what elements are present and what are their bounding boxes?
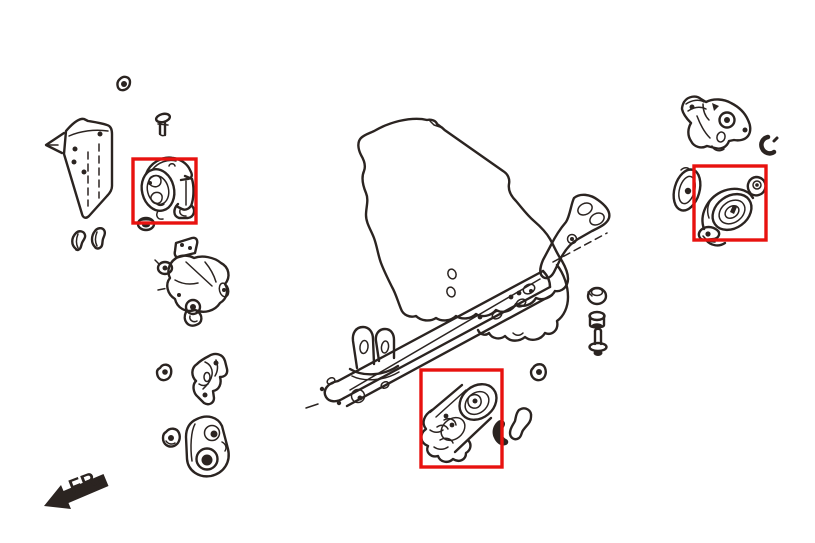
rear-bushing-sketch <box>508 407 533 441</box>
transmission-bracket-sketch <box>154 236 230 327</box>
snap-ring-sketch <box>759 134 779 156</box>
right-bracket-sketch <box>680 95 752 152</box>
stopper-bracket-sketch <box>191 352 229 406</box>
rear-mount-sketch <box>420 383 498 464</box>
highlight-box-rear-mount <box>419 368 504 469</box>
hanger-mount-sketch <box>184 415 230 478</box>
right-mount-sketch <box>697 175 767 247</box>
washer-disc-sketch <box>672 167 702 212</box>
subframe-sketch <box>305 193 611 409</box>
retainer-clips-sketch <box>71 227 107 252</box>
small-grommet-low <box>161 427 181 448</box>
fr-direction: FR. <box>44 466 109 509</box>
front-left-mount-sketch <box>140 156 196 220</box>
top-left-bracket-sketch <box>44 117 114 219</box>
highlight-box-right-mount <box>692 164 768 242</box>
subframe-grommet <box>529 363 547 382</box>
fr-arrow-icon <box>44 474 109 509</box>
mount-bolt-top <box>154 112 172 137</box>
small-grommet-top <box>116 75 132 92</box>
highlight-box-front-left-mount <box>131 157 198 225</box>
fr-label: FR. <box>66 466 105 499</box>
fastener-set-sketch <box>586 286 608 356</box>
engine-outline-sketch <box>357 117 570 322</box>
small-grommet-mid <box>155 363 173 382</box>
